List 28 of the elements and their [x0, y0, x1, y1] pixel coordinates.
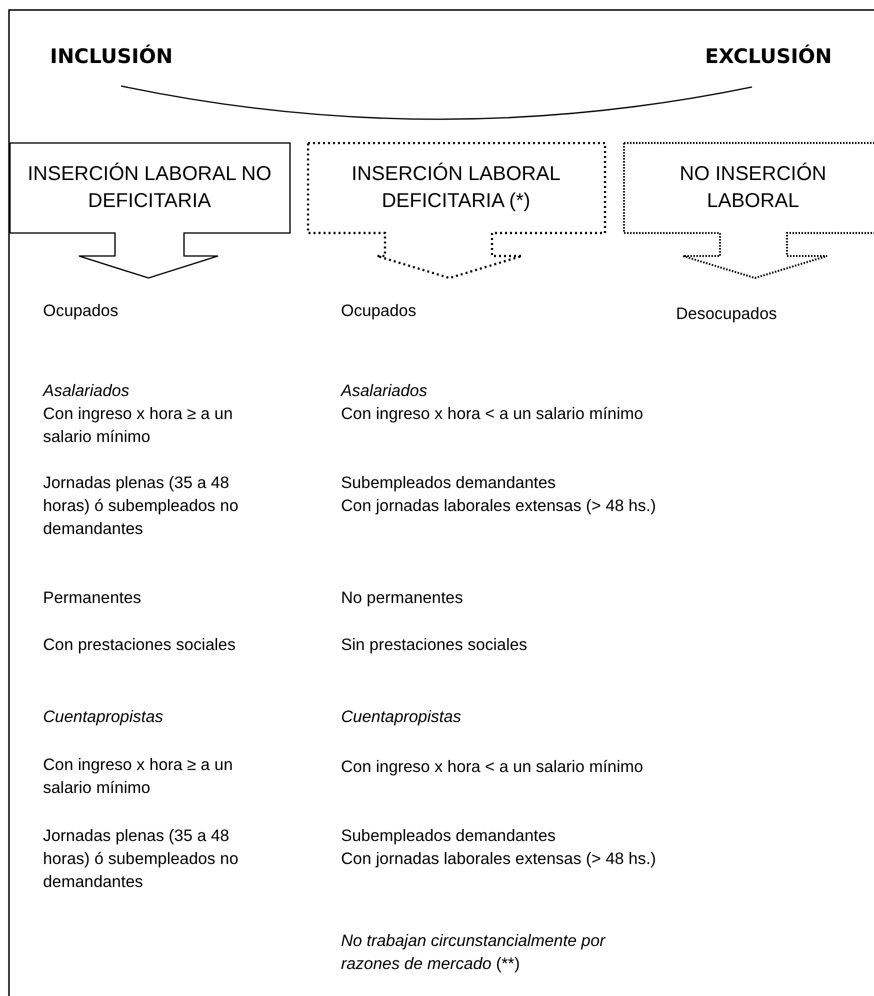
list-item: Desocupados — [676, 304, 778, 325]
category-heading: INSERCIÓN LABORAL NO DEFICITARIA — [26, 162, 272, 214]
category-heading: NO INSERCIÓN LABORAL — [678, 162, 828, 214]
subheading: Asalariados — [43, 381, 130, 402]
list-item: Permanentes — [43, 588, 142, 609]
list-item: Con ingreso x hora < a un salario mínimo — [341, 757, 644, 778]
list-item: Ocupados — [43, 301, 120, 322]
list-item: Subempleados demandantes — [341, 826, 557, 847]
arrow-callout-box — [623, 142, 874, 282]
category-heading: INSERCIÓN LABORAL DEFICITARIA (*) — [350, 162, 562, 214]
list-item: Con ingreso x hora < a un salario mínimo — [341, 404, 644, 425]
list-item: Ocupados — [341, 301, 418, 322]
list-item: Jornadas plenas (35 a 48 horas) ó subempleados no demandantes — [43, 826, 240, 893]
heading: EXCLUSIÓN — [705, 45, 833, 68]
list-item: Subempleados demandantes — [341, 473, 557, 494]
subheading: Cuentapropistas — [43, 707, 164, 728]
list-item: No permanentes — [341, 588, 464, 609]
subheading: Cuentapropistas — [341, 707, 462, 728]
list-item: Con jornadas laborales extensas (> 48 hs.) — [341, 849, 658, 870]
list-item: Con ingreso x hora ≥ a un salario mínimo — [43, 404, 234, 448]
footnote-text: No trabajan circunstancialmente por razones de mercado (**) — [341, 931, 606, 975]
list-item: Con ingreso x hora ≥ a un salario mínimo — [43, 755, 234, 799]
subheading: Asalariados — [341, 381, 428, 402]
list-item: Sin prestaciones sociales — [341, 635, 528, 656]
heading: INCLUSIÓN — [50, 45, 174, 68]
list-item: Jornadas plenas (35 a 48 horas) ó subempleados no demandantes — [43, 473, 240, 540]
list-item: Con prestaciones sociales — [43, 635, 237, 656]
list-item: Con jornadas laborales extensas (> 48 hs.) — [341, 496, 658, 517]
